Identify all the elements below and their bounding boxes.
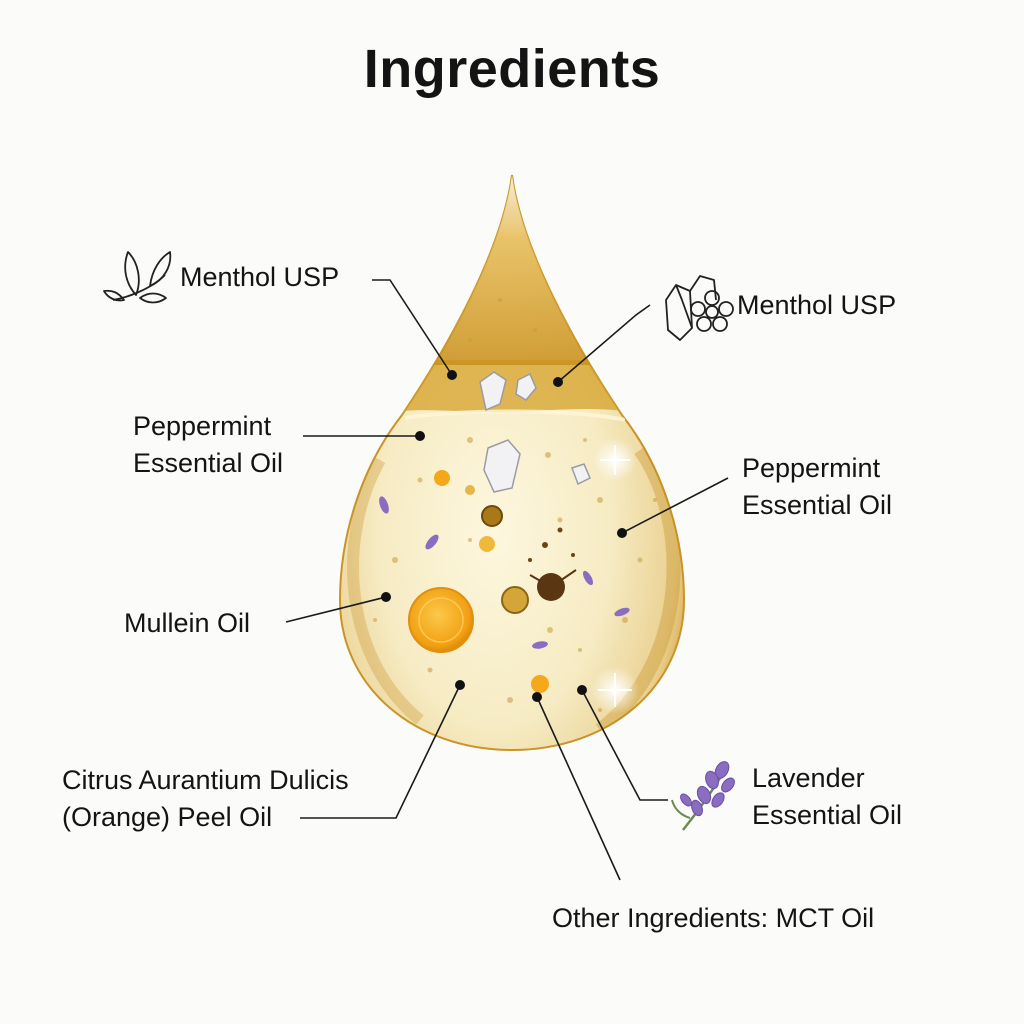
lavender-sprig-icon bbox=[671, 761, 735, 831]
dot-lavender bbox=[577, 685, 587, 695]
label-peppermint-left: Peppermint Essential Oil bbox=[133, 408, 283, 482]
label-mullein: Mullein Oil bbox=[124, 605, 250, 642]
label-peppermint-right: Peppermint Essential Oil bbox=[742, 450, 892, 524]
label-citrus: Citrus Aurantium Dulicis (Orange) Peel O… bbox=[62, 762, 349, 836]
label-line-2: Essential Oil bbox=[752, 800, 903, 830]
dot-menthol-right bbox=[553, 377, 563, 387]
page-title: Ingredients bbox=[363, 39, 661, 99]
label-text: Menthol USP bbox=[737, 290, 897, 320]
leader-lavender bbox=[581, 689, 668, 801]
dot-menthol-left bbox=[447, 370, 457, 380]
leader-peppermint-right bbox=[621, 477, 729, 534]
label-line-1: Peppermint bbox=[133, 411, 272, 441]
leader-menthol-left bbox=[372, 279, 453, 376]
dot-peppermint-left bbox=[415, 431, 425, 441]
label-text: Menthol USP bbox=[180, 262, 340, 292]
label-line-1: Peppermint bbox=[742, 453, 881, 483]
oil-drop bbox=[338, 174, 686, 752]
dot-other bbox=[532, 692, 542, 702]
label-line-2: Essential Oil bbox=[742, 490, 893, 520]
label-other-ingredients: Other Ingredients: MCT Oil bbox=[552, 900, 874, 937]
label-line-1: Lavender bbox=[752, 763, 865, 793]
dot-peppermint-right bbox=[617, 528, 627, 538]
leader-lines bbox=[285, 279, 729, 881]
label-line-2: (Orange) Peel Oil bbox=[62, 802, 273, 832]
leader-dots bbox=[381, 370, 627, 702]
label-lavender: Lavender Essential Oil bbox=[752, 760, 902, 834]
dot-citrus bbox=[455, 680, 465, 690]
leader-citrus bbox=[300, 684, 461, 819]
leaf-sprig-icon bbox=[103, 251, 172, 304]
leader-menthol-right bbox=[557, 304, 651, 383]
crystal-flower-icon bbox=[665, 275, 734, 341]
label-menthol-right: Menthol USP bbox=[737, 287, 896, 324]
leader-other bbox=[536, 696, 621, 881]
label-line-2: Essential Oil bbox=[133, 448, 284, 478]
label-menthol-left: Menthol USP bbox=[180, 259, 339, 296]
label-text: Mullein Oil bbox=[124, 608, 251, 638]
leader-mullein bbox=[285, 596, 387, 623]
label-line-1: Citrus Aurantium Dulicis bbox=[62, 765, 349, 795]
label-text: Other Ingredients: MCT Oil bbox=[552, 903, 875, 933]
dot-mullein bbox=[381, 592, 391, 602]
